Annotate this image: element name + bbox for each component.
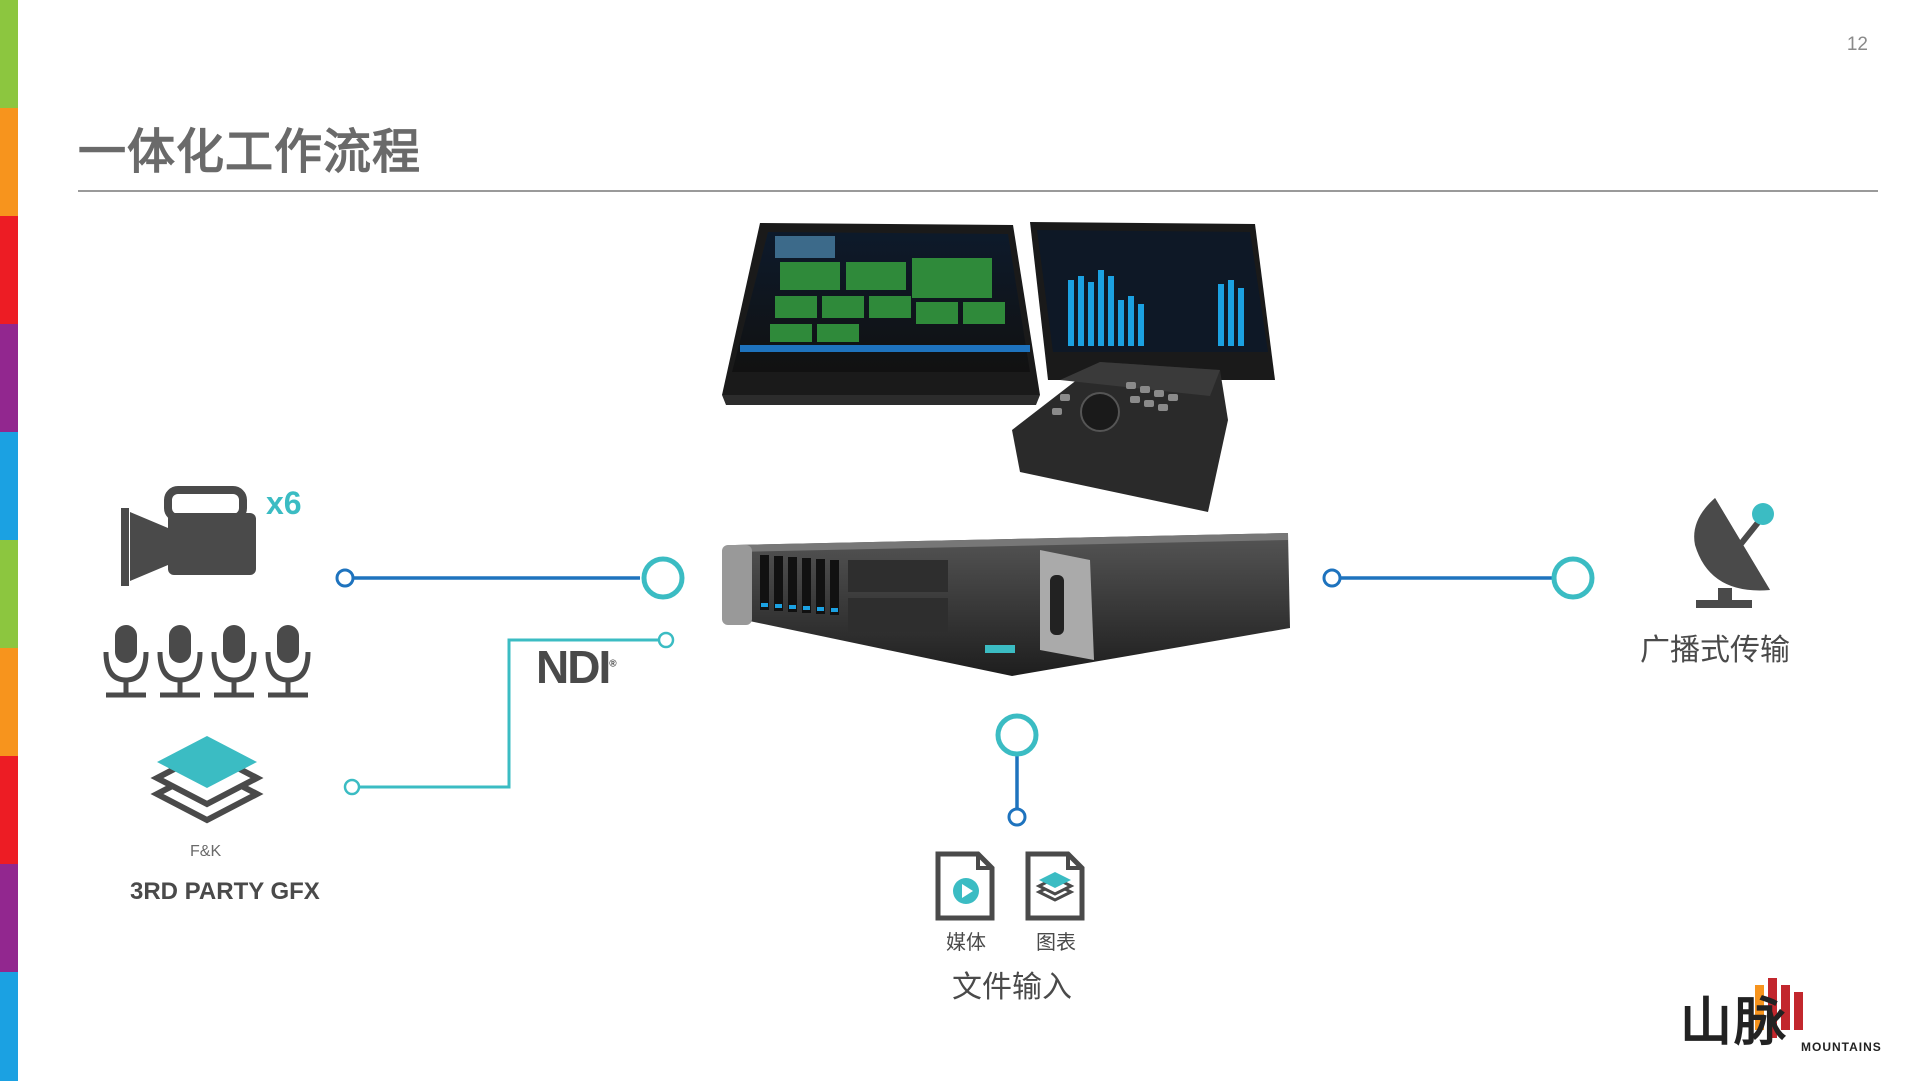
layers-icon bbox=[150, 736, 264, 824]
touchscreen-monitor bbox=[722, 223, 1040, 405]
microphone-icon bbox=[211, 625, 257, 698]
microphone-icons bbox=[103, 625, 311, 698]
audio-meter-monitor bbox=[1030, 222, 1275, 380]
gfx-sublabel: F&K bbox=[190, 843, 222, 860]
replay-controller bbox=[1012, 362, 1228, 512]
ndi-registered-mark: ® bbox=[609, 658, 617, 670]
stripe-segment bbox=[0, 648, 18, 756]
microphone-icon bbox=[103, 625, 149, 698]
stripe-segment bbox=[0, 216, 18, 324]
microphone-icon bbox=[157, 625, 203, 698]
connector-fileinput-to-server bbox=[995, 713, 1039, 827]
media-label: 媒体 bbox=[946, 930, 986, 954]
stripe-segment bbox=[0, 972, 18, 1081]
gfx-label: 3RD PARTY GFX bbox=[130, 878, 320, 905]
stripe-segment bbox=[0, 108, 18, 216]
media-file-icon bbox=[935, 851, 995, 921]
stripe-segment bbox=[0, 324, 18, 432]
ndi-label: NDI® bbox=[536, 640, 617, 694]
stripe-segment bbox=[0, 756, 18, 864]
microphone-icon bbox=[265, 625, 311, 698]
broadcast-label: 广播式传输 bbox=[1640, 633, 1790, 668]
camera-count-label: x6 bbox=[266, 485, 302, 521]
connector-server-to-broadcast bbox=[1322, 556, 1595, 600]
file-input-label: 文件输入 bbox=[952, 970, 1072, 1005]
camera-icon bbox=[121, 486, 256, 586]
title-divider bbox=[78, 190, 1878, 192]
ndi-text: NDI bbox=[536, 641, 611, 693]
stripe-segment bbox=[0, 864, 18, 972]
left-color-stripe bbox=[0, 0, 18, 1081]
mountains-logo-bars bbox=[1755, 978, 1803, 1038]
logo-english: MOUNTAINS bbox=[1801, 1040, 1882, 1054]
stripe-segment bbox=[0, 540, 18, 648]
connector-gfx-ndi bbox=[343, 631, 675, 796]
slide-title: 一体化工作流程 bbox=[78, 124, 422, 180]
stripe-segment bbox=[0, 0, 18, 108]
connector-cameras-to-server bbox=[335, 556, 685, 600]
logo-chinese: 山脉 bbox=[1680, 993, 1789, 1053]
server-chassis bbox=[722, 533, 1290, 676]
page-number: 12 bbox=[1846, 34, 1868, 55]
audio-level-bars bbox=[1068, 270, 1244, 346]
satellite-dish-icon bbox=[1694, 498, 1774, 608]
graphics-label: 图表 bbox=[1036, 930, 1076, 954]
stripe-segment bbox=[0, 432, 18, 540]
graphics-file-icon bbox=[1025, 851, 1085, 921]
